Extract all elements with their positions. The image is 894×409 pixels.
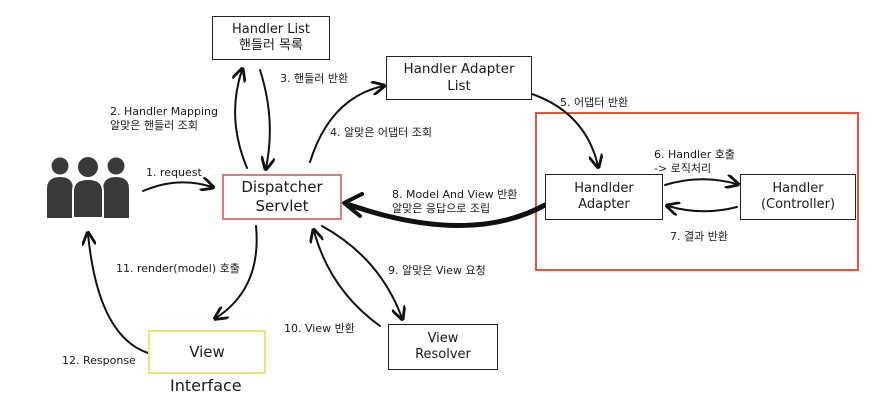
view-resolver-box: View Resolver — [388, 324, 498, 370]
label-model-and-view-line1: 8. Model And View 반환 — [392, 188, 518, 201]
dispatcher-servlet-box: Dispatcher Servlet — [222, 174, 342, 220]
arrow-result-return — [668, 206, 738, 211]
label-handler-return: 3. 핸들러 반환 — [280, 72, 349, 85]
handler-adapter-line2: Adapter — [578, 197, 630, 212]
handler-adapter-list-line1: Handler Adapter — [403, 61, 515, 78]
arrow-response — [88, 234, 149, 354]
handler-adapter-box: Handlder Adapter — [545, 174, 663, 220]
view-resolver-line2: Resolver — [415, 347, 471, 362]
arrow-adapter-lookup — [309, 86, 383, 163]
arrow-model-and-view-head — [342, 192, 364, 218]
label-handler-mapping-line2: 알맞은 핸들러 조회 — [110, 119, 198, 132]
label-render-model: 11. render(model) 호출 — [116, 262, 240, 275]
dispatcher-servlet-line1: Dispatcher — [241, 178, 323, 197]
handler-controller-box: Handler (Controller) — [740, 174, 856, 220]
label-request: 1. request — [146, 166, 202, 179]
handler-list-title: Handler List — [231, 21, 311, 37]
arrow-handler-call — [664, 179, 737, 185]
label-result-return: 7. 결과 반환 — [670, 230, 728, 243]
arrow-handler-return — [259, 69, 270, 168]
handler-adapter-list-line2: List — [447, 78, 471, 94]
label-view-return: 10. View 반환 — [284, 322, 355, 335]
handler-controller-line2: (Controller) — [760, 197, 836, 212]
label-handler-call-line2: -> 로직처리 — [654, 162, 712, 175]
label-handler-mapping-line1: 2. Handler Mapping — [110, 105, 219, 118]
handler-list-box: Handler List 핸들러 목록 — [212, 16, 330, 60]
view-resolver-line1: View — [427, 330, 459, 346]
view-label: View — [189, 342, 225, 361]
arrow-view-request — [321, 225, 402, 318]
interface-label: Interface — [170, 376, 242, 395]
label-model-and-view: 8. Model And View 반환 알맞은 응답으로 조립 — [392, 188, 517, 216]
view-box: View — [148, 330, 266, 374]
label-handler-call: 6. Handler 호출 -> 로직처리 — [654, 148, 735, 176]
handler-adapter-line1: Handlder — [574, 180, 634, 196]
label-adapter-lookup: 4. 알맞은 어댑터 조회 — [330, 126, 432, 139]
label-view-request: 9. 알맞은 View 요청 — [388, 264, 486, 277]
users-group-icon — [47, 157, 129, 218]
arrow-handler-mapping — [235, 70, 248, 169]
label-model-and-view-line2: 알맞은 응답으로 조립 — [392, 202, 491, 215]
arrow-adapter-return — [525, 91, 598, 166]
dispatcher-servlet-line2: Servlet — [255, 197, 309, 215]
handler-controller-line1: Handler — [772, 180, 824, 196]
arrow-render — [216, 225, 258, 318]
label-adapter-return: 5. 어댑터 반환 — [560, 96, 629, 109]
label-handler-call-line1: 6. Handler 호출 — [654, 148, 736, 161]
adapter-controller-frame — [535, 112, 859, 271]
label-handler-mapping: 2. Handler Mapping 알맞은 핸들러 조회 — [110, 105, 218, 133]
handler-adapter-list-box: Handler Adapter List — [386, 56, 532, 100]
arrow-view-return — [314, 231, 381, 327]
arrow-model-and-view — [347, 202, 548, 228]
arrow-request — [142, 182, 212, 192]
label-response: 12. Response — [62, 354, 136, 367]
handler-list-subtitle: 핸들러 목록 — [239, 38, 303, 53]
